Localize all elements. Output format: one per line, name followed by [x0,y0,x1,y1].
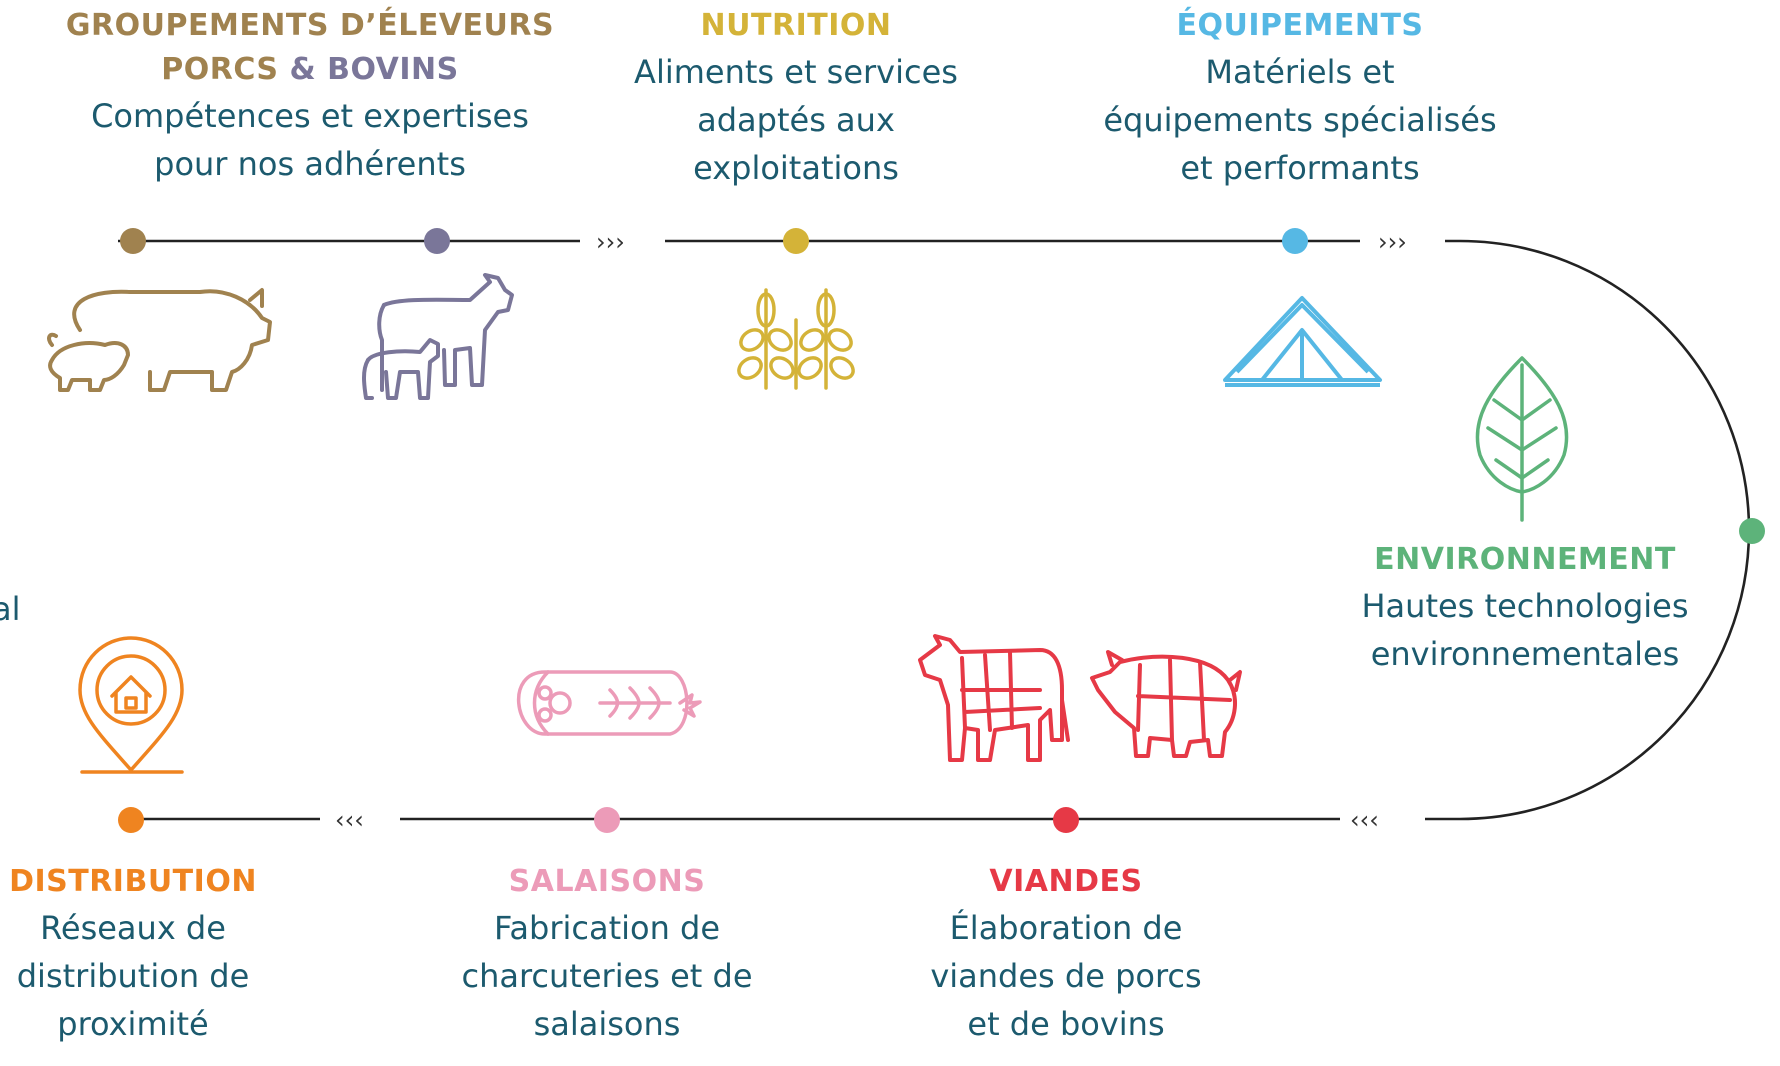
salaisons-desc-line-1: Fabrication de [493,909,721,947]
environnement-block: ENVIRONNEMENT Hautes technologies enviro… [1320,538,1730,678]
location-pin-icon [78,636,184,774]
nutrition-title: NUTRITION [700,8,892,43]
bovins-label: BOVINS [327,52,459,87]
distribution-desc-line-2: distribution de [16,957,250,995]
distribution-title: DISTRIBUTION [9,864,257,899]
viandes-desc-line-2: viandes de porcs [930,957,1202,995]
groupements-desc-line-2: pour nos adhérents [154,145,466,183]
equipements-desc-line-2: équipements spécialisés [1103,101,1497,139]
salaisons-desc-line-3: salaisons [533,1005,681,1043]
porcs-label: PORCS [161,52,279,87]
porcs-bovins-title: PORCS & BOVINS [40,48,580,92]
groupements-title: GROUPEMENTS D’ÉLEVEURS [65,8,555,43]
nutrition-desc-line-2: adaptés aux [697,101,895,139]
roof-truss-icon [1223,296,1382,387]
viandes-desc-line-3: et de bovins [967,1005,1165,1043]
leaf-icon [1475,356,1569,522]
dot-equipements [1282,228,1308,254]
dot-nutrition [783,228,809,254]
wheat-icon [737,288,855,390]
salaisons-desc-line-2: charcuteries et de [461,957,753,995]
environnement-title: ENVIRONNEMENT [1374,542,1676,577]
equipements-block: ÉQUIPEMENTS Matériels et équipements spé… [1065,4,1535,192]
dot-viandes [1053,807,1079,833]
distribution-block: DISTRIBUTION Réseaux de distribution de … [0,860,268,1048]
dot-salaisons [594,807,620,833]
distribution-desc-line-1: Réseaux de [40,909,226,947]
cow-and-calf-icon [362,273,514,400]
dot-porcs-bovins [424,228,450,254]
pig-icon [47,288,272,392]
environnement-desc-line-2: environnementales [1370,635,1680,673]
salaisons-block: SALAISONS Fabrication de charcuteries et… [430,860,784,1048]
chevrons-backward-2: ‹‹‹ [335,806,364,834]
butcher-cow-icon [918,634,1070,762]
equipements-title: ÉQUIPEMENTS [1176,8,1424,43]
dot-distribution [118,807,144,833]
chevrons-forward-2: ››› [1378,228,1407,256]
groupements-desc-line-1: Compétences et expertises [91,97,529,135]
chevrons-forward-1: ››› [596,228,625,256]
salaisons-title: SALAISONS [508,864,706,899]
viandes-desc-line-1: Élaboration de [949,909,1183,947]
ampersand-label: & [278,52,328,87]
butcher-pig-icon [1090,650,1242,758]
viandes-title: VIANDES [989,864,1143,899]
equipements-desc-line-3: et performants [1180,149,1420,187]
viandes-block: VIANDES Élaboration de viandes de porcs … [896,860,1236,1048]
timeline-dots [118,228,1765,833]
equipements-desc-line-1: Matériels et [1205,53,1395,91]
groupements-block: GROUPEMENTS D’ÉLEVEURS PORCS & BOVINS Co… [40,4,580,188]
dot-environnement [1739,518,1765,544]
nutrition-desc-line-3: exploitations [693,149,899,187]
environnement-desc-line-1: Hautes technologies [1361,587,1689,625]
chevrons-backward-1: ‹‹‹ [1350,806,1379,834]
distribution-desc-line-3: proximité [57,1005,209,1043]
sausage-icon [517,670,702,736]
nutrition-desc-line-1: Aliments et services [634,53,958,91]
cropped-edge-text: al [0,590,21,628]
nutrition-block: NUTRITION Aliments et services adaptés a… [596,4,996,192]
dot-groupements [120,228,146,254]
